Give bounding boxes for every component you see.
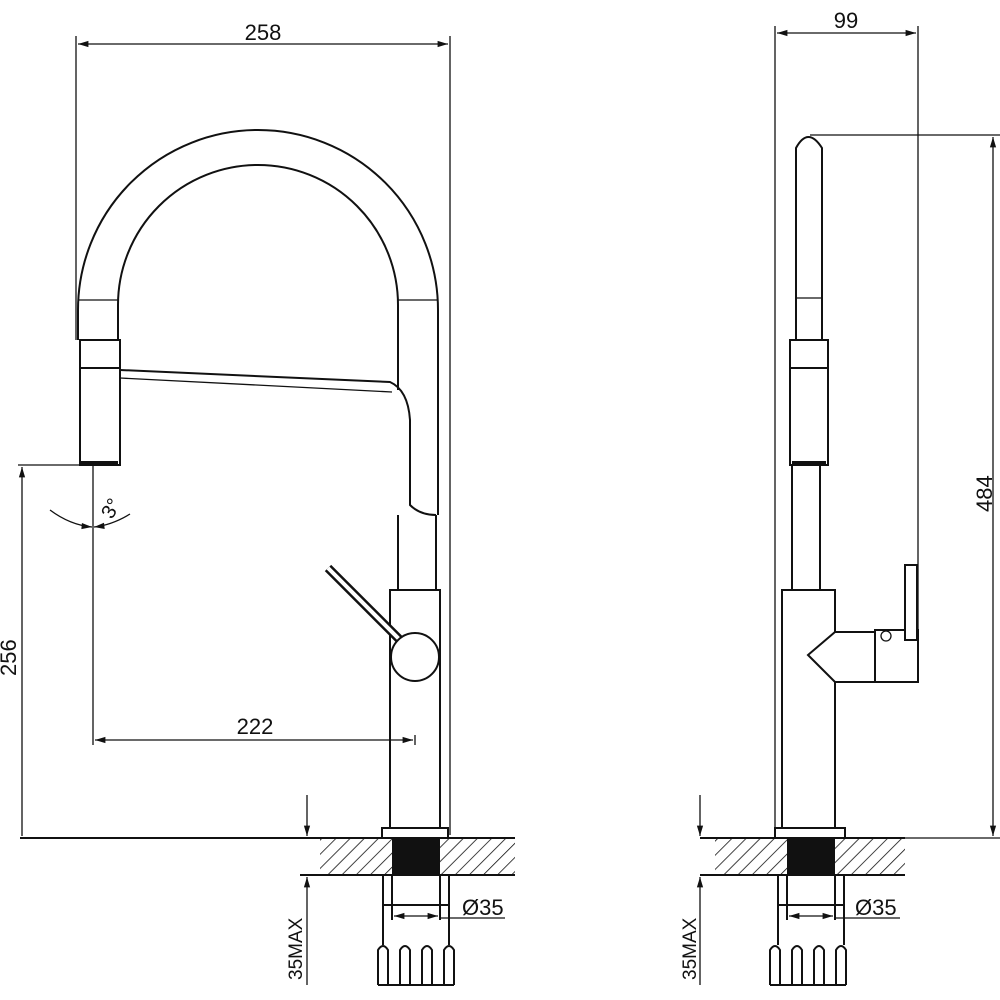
dimension-reach: 222 <box>92 465 416 745</box>
side-spout <box>789 136 829 590</box>
side-countertop <box>700 837 905 876</box>
hole-diameter-label: Ø35 <box>462 895 504 920</box>
side-counter-thickness-label: 35MAX <box>680 917 701 980</box>
dimension-counter-thickness: 35MAX <box>286 795 311 985</box>
width-label: 258 <box>245 20 282 45</box>
countertop <box>20 837 515 876</box>
dimension-total-height: 484 <box>810 134 1000 839</box>
reach-label: 222 <box>237 714 274 739</box>
swivel-angle: 3° <box>49 495 131 530</box>
side-dimension-counter-thickness: 35MAX <box>680 795 704 985</box>
side-body <box>774 564 919 839</box>
spout <box>77 129 439 516</box>
side-mounting-shank: Ø35 <box>769 874 900 986</box>
side-hole-diameter-label: Ø35 <box>855 895 897 920</box>
dimension-spout-height: 256 <box>0 464 80 836</box>
dimension-depth: 99 <box>774 8 919 835</box>
depth-label: 99 <box>834 8 858 33</box>
side-view: 99 484 <box>680 8 1000 986</box>
counter-thickness-label: 35MAX <box>286 917 307 980</box>
faucet-body <box>324 515 449 839</box>
mounting-shank: Ø35 <box>377 874 505 986</box>
spout-height-label: 256 <box>0 639 21 676</box>
spray-head <box>79 339 121 466</box>
total-height-label: 484 <box>972 475 997 512</box>
dimension-width: 258 <box>75 20 451 835</box>
front-view: 258 <box>0 20 515 986</box>
